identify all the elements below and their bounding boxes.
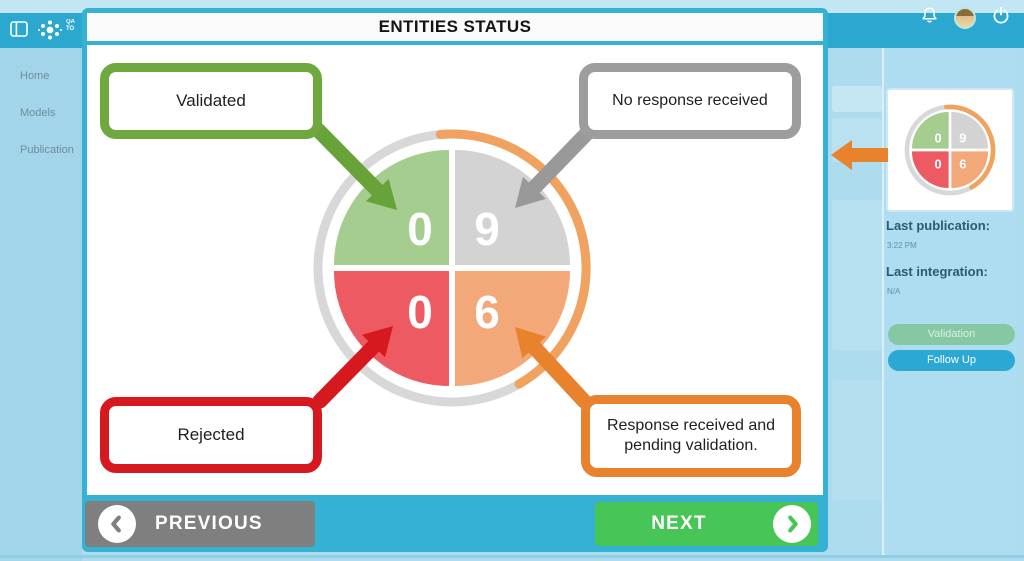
follow-up-button[interactable]: Follow Up — [888, 350, 1015, 371]
logo-icon — [36, 16, 64, 49]
chevron-left-icon — [98, 505, 136, 543]
background-panel — [832, 86, 882, 112]
gray-arrow-icon — [515, 120, 600, 208]
mini-count-validated: 0 — [935, 131, 942, 146]
logo-text: QA TO — [66, 19, 82, 33]
validation-button[interactable]: Validation — [888, 324, 1015, 345]
mini-count-no-response: 9 — [959, 131, 966, 146]
next-button[interactable]: NEXT — [595, 502, 818, 546]
previous-label: PREVIOUS — [155, 513, 263, 534]
last-publication-label: Last publication: — [886, 218, 990, 233]
modal-title: ENTITIES STATUS — [87, 13, 823, 41]
count-no-response: 9 — [474, 203, 500, 255]
callout-validated-label: Validated — [176, 91, 246, 110]
callout-pending-label: Response received and pending validation… — [606, 417, 776, 454]
callout-pending: Response received and pending validation… — [581, 395, 801, 477]
mini-count-rejected: 0 — [935, 156, 942, 171]
count-pending: 6 — [474, 286, 500, 338]
next-label: NEXT — [651, 513, 707, 534]
mini-wedge-validated — [911, 111, 949, 149]
logo-text-line2: TO — [66, 26, 75, 32]
mini-count-pending: 6 — [959, 156, 966, 171]
panel-divider — [882, 48, 885, 555]
bell-icon[interactable] — [921, 6, 938, 29]
sidebar-item-models[interactable]: Models — [20, 107, 56, 119]
mini-wedge-no-response — [951, 111, 989, 149]
count-rejected: 0 — [407, 286, 433, 338]
avatar[interactable] — [954, 6, 976, 29]
mini-wedge-rejected — [911, 151, 949, 189]
bottom-divider — [0, 555, 1024, 558]
modal-footer: PREVIOUS NEXT — [85, 495, 823, 547]
orange-arrow-icon — [515, 327, 592, 409]
last-integration-label: Last integration: — [886, 264, 988, 279]
red-arrow-icon — [312, 326, 393, 409]
green-arrow-icon — [310, 122, 397, 210]
power-icon[interactable] — [992, 6, 1010, 29]
entities-pie-chart: 0 9 0 6 — [310, 120, 600, 409]
last-publication-value: 3:22 PM — [887, 241, 917, 250]
callout-no-response: No response received — [579, 63, 801, 139]
count-validated: 0 — [407, 203, 433, 255]
background-panel — [832, 200, 882, 350]
mini-pie-card: 0 9 0 6 — [886, 88, 1014, 212]
sidebar-item-publication[interactable]: Publication — [20, 144, 74, 156]
side-arrow-icon — [828, 138, 890, 177]
last-integration-value: N/A — [887, 287, 901, 296]
mini-pie-chart: 0 9 0 6 — [904, 104, 996, 196]
previous-button[interactable]: PREVIOUS — [85, 501, 315, 547]
entities-status-modal: ENTITIES STATUS 0 9 0 6 — [82, 8, 828, 552]
sidebar: Home Models Publication — [0, 48, 82, 561]
callout-rejected: Rejected — [100, 397, 322, 473]
callout-no-response-label: No response received — [612, 92, 768, 109]
wedge-pending — [455, 271, 570, 386]
sidebar-toggle-icon[interactable] — [10, 21, 28, 42]
wedge-no-response — [455, 150, 570, 265]
topbar-actions — [921, 0, 1010, 35]
background-panel — [832, 380, 882, 500]
sidebar-item-home[interactable]: Home — [20, 70, 50, 82]
mini-wedge-pending — [951, 151, 989, 189]
chevron-right-icon — [773, 505, 811, 543]
logo-text-line1: QA — [66, 19, 75, 25]
modal-body: 0 9 0 6 — [87, 45, 823, 495]
callout-validated: Validated — [100, 63, 322, 139]
callout-rejected-label: Rejected — [177, 425, 245, 444]
